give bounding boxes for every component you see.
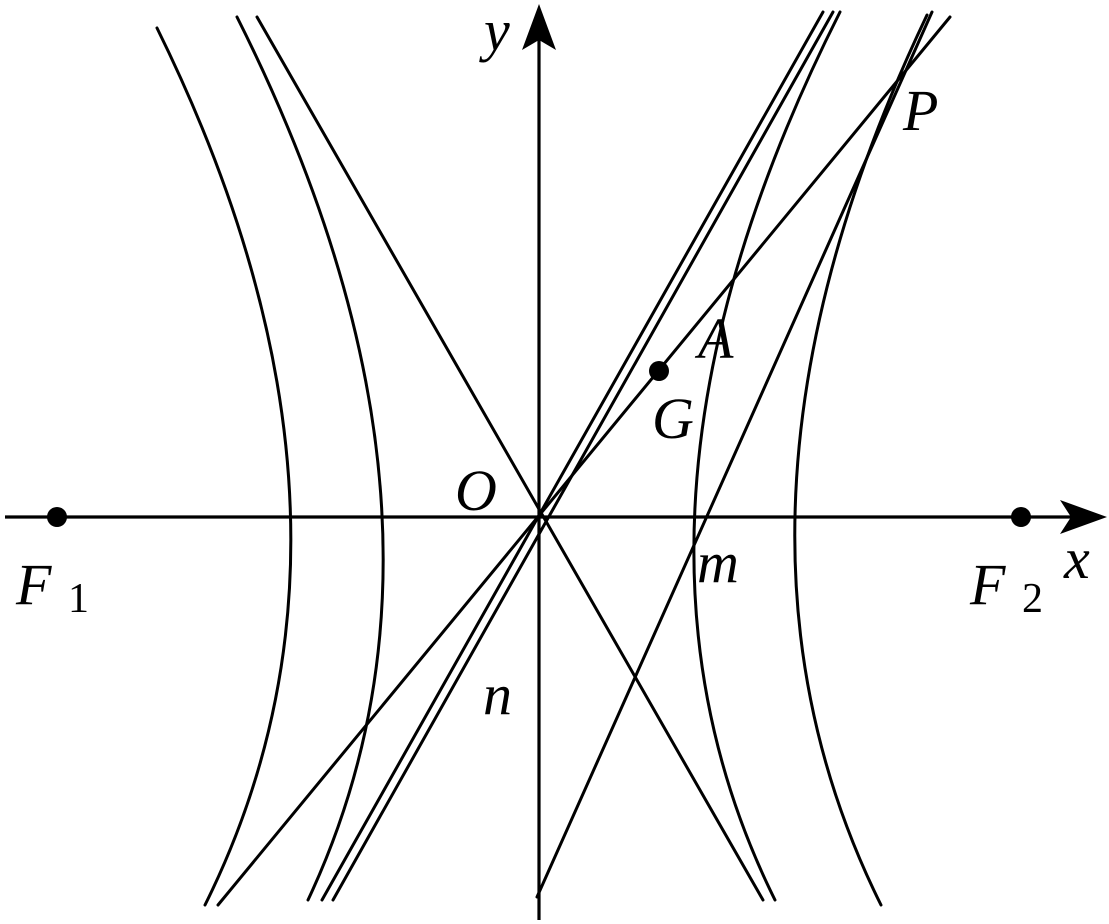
outer-hyperbola-right-branch bbox=[793, 13, 929, 907]
focus-right-dot bbox=[1011, 507, 1031, 527]
focus-left-label: F bbox=[15, 552, 52, 617]
asymptote-ascending bbox=[320, 10, 825, 902]
asymptote-descending bbox=[255, 15, 765, 902]
focus-right-label: F bbox=[969, 552, 1006, 617]
origin-label: O bbox=[455, 458, 497, 523]
line-oap bbox=[216, 15, 952, 907]
inner-hyperbola-left-branch bbox=[235, 15, 385, 902]
line-m-label: m bbox=[697, 530, 739, 595]
point-p-label: P bbox=[902, 78, 938, 143]
inner-hyperbola-right-branch bbox=[692, 10, 842, 902]
line-n-label: n bbox=[483, 662, 512, 727]
x-axis-label: x bbox=[1063, 526, 1090, 591]
point-a-dot bbox=[649, 361, 669, 381]
y-axis-label: y bbox=[479, 0, 510, 63]
x-axis-arrowhead bbox=[1060, 500, 1107, 534]
focus-left-dot bbox=[47, 507, 67, 527]
point-g-label: G bbox=[652, 386, 694, 451]
focus-left-subscript: 1 bbox=[68, 576, 89, 622]
point-a-label: A bbox=[694, 306, 734, 371]
line-n bbox=[331, 10, 835, 902]
focus-right-subscript: 2 bbox=[1022, 576, 1043, 622]
y-axis-arrowhead bbox=[522, 4, 556, 50]
outer-hyperbola-left-branch bbox=[155, 26, 293, 907]
line-m bbox=[535, 10, 934, 899]
